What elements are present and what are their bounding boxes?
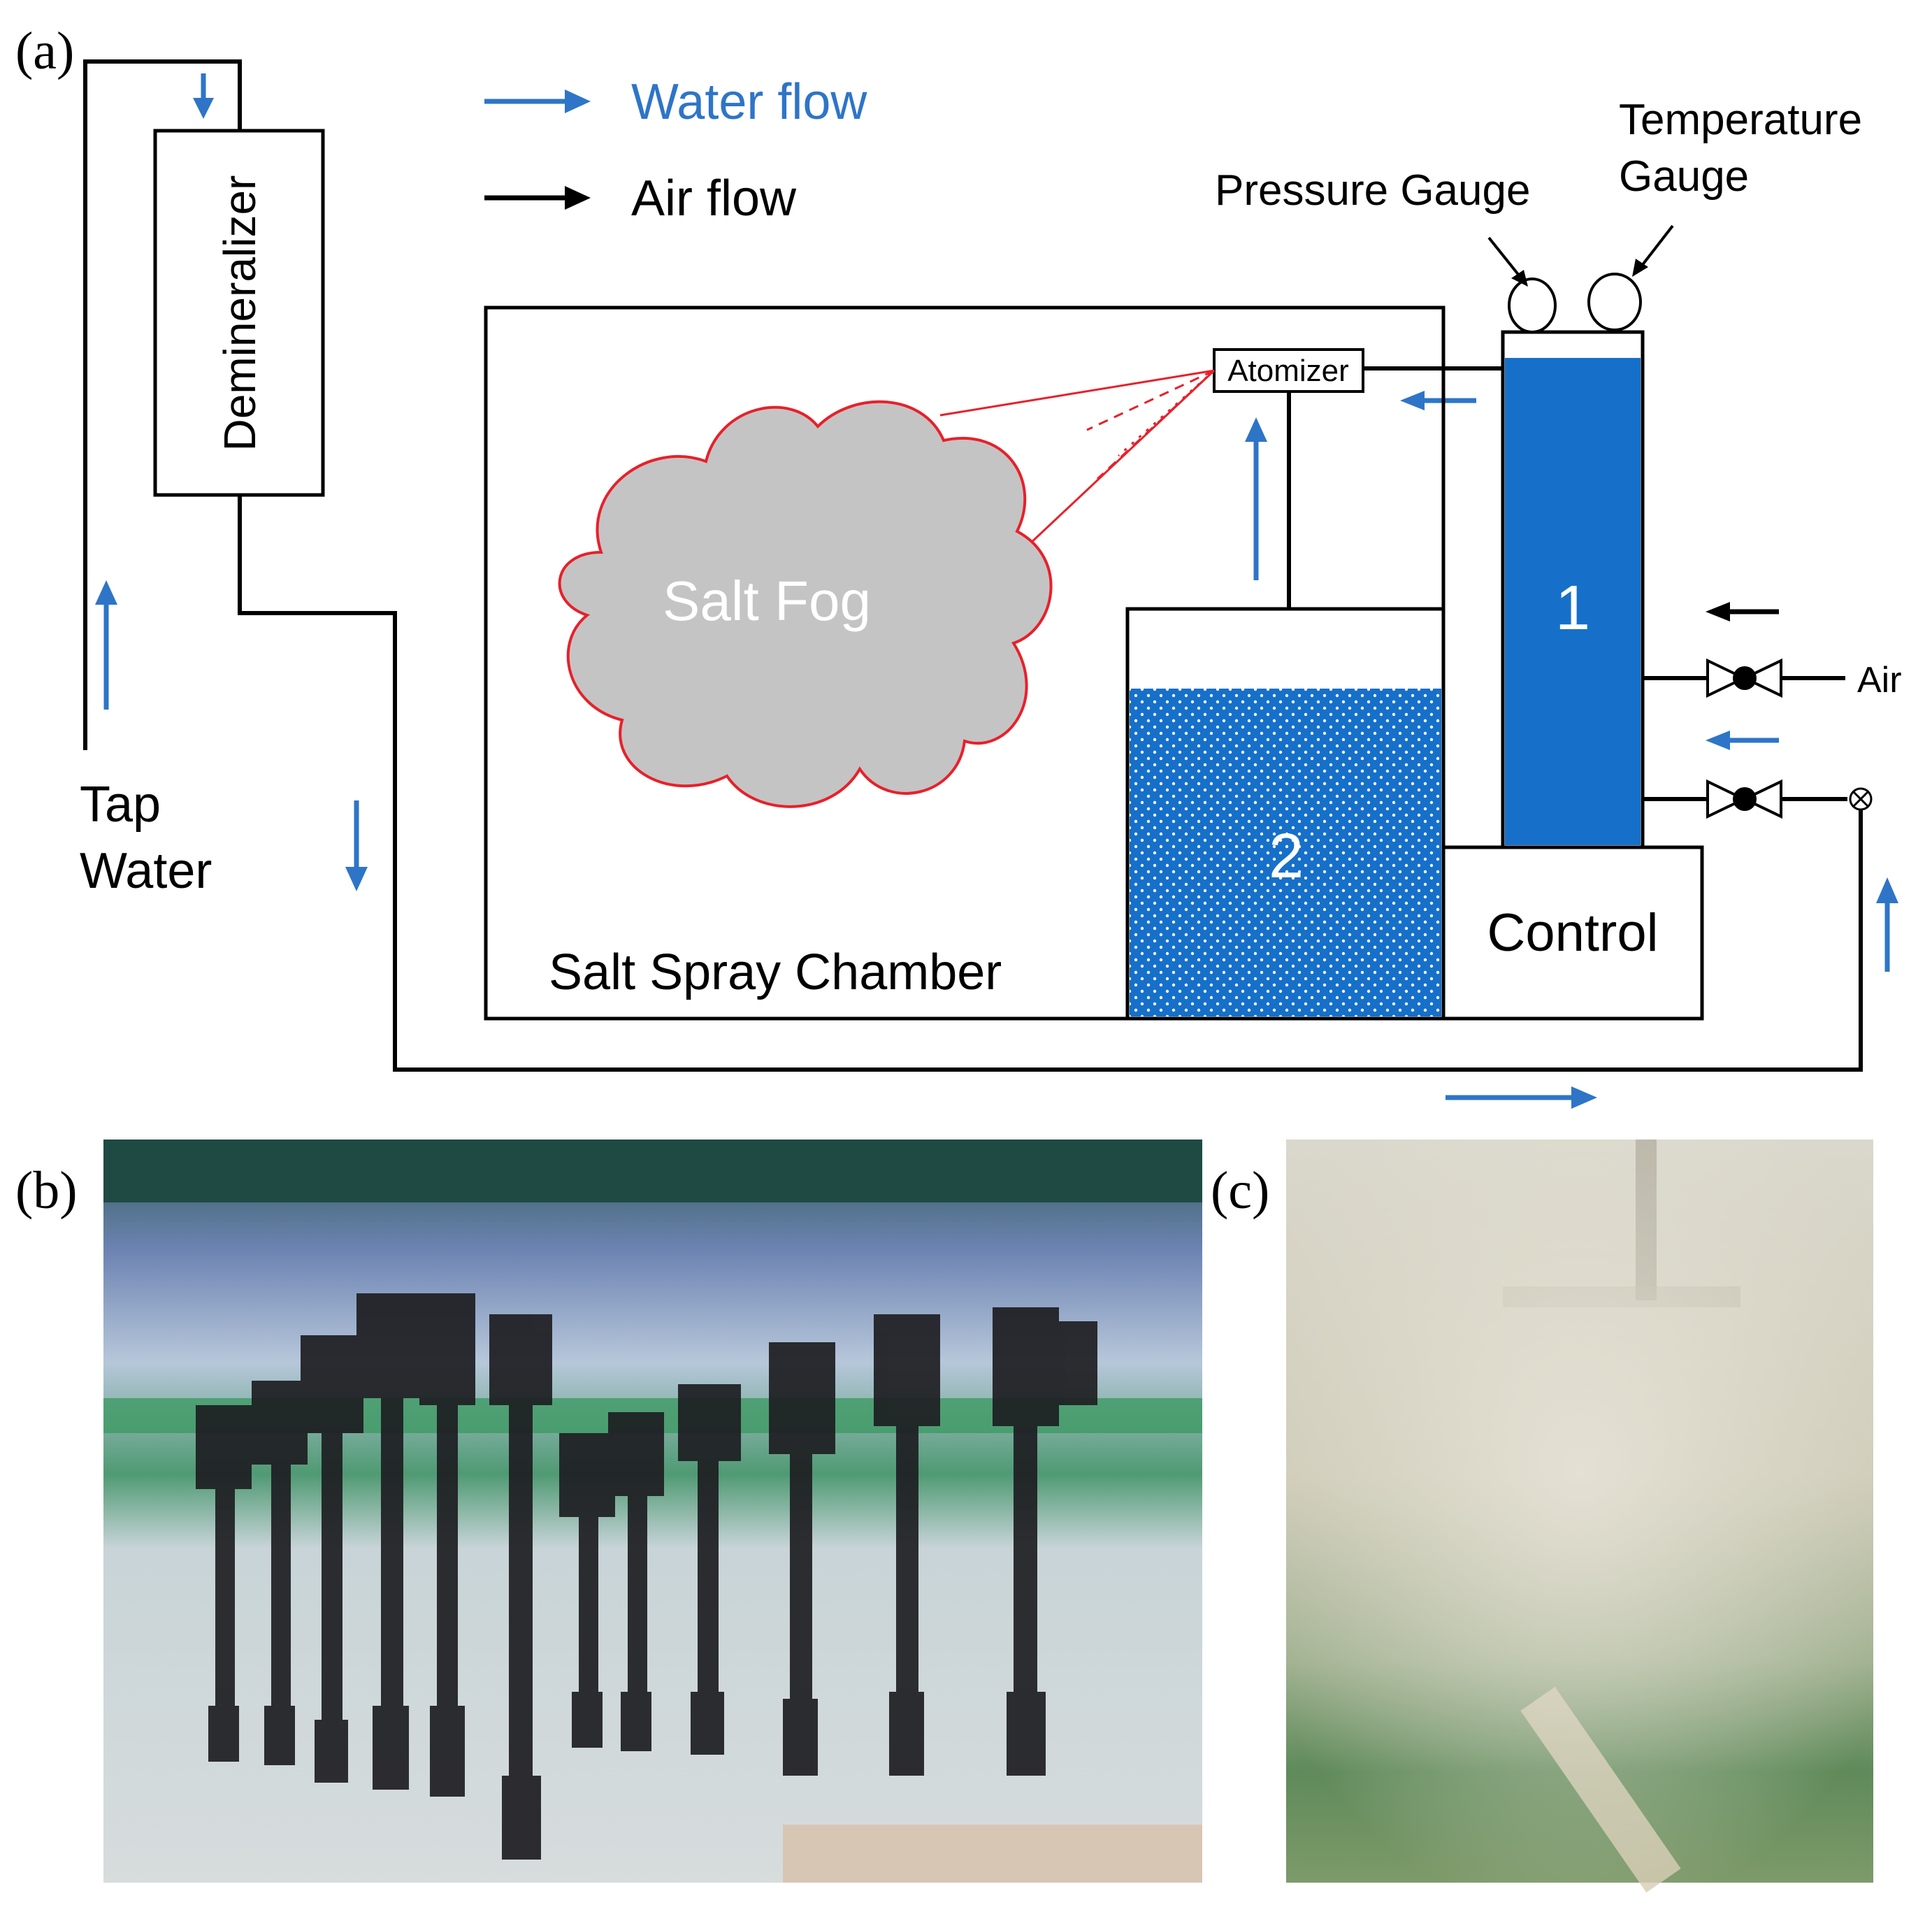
photo-specimens-in-chamber [103, 1140, 1202, 1883]
pressure-gauge-icon [1487, 236, 1557, 333]
water-flow-arrow-icon [1876, 877, 1898, 972]
control-label: Control [1487, 903, 1659, 963]
legend-air-flow: Air flow [631, 171, 797, 227]
legend-water-flow: Water flow [631, 74, 867, 130]
water-flow-arrow-icon [1706, 731, 1779, 750]
tank-2: 2 [1125, 607, 1446, 1021]
air-label: Air [1857, 660, 1902, 700]
flow-junction-icon [1849, 787, 1873, 811]
tank-1-label: 1 [1555, 573, 1590, 643]
control-box: Control [1441, 845, 1704, 1021]
salt-fog-label: Salt Fog [663, 570, 871, 632]
piping [83, 59, 1863, 1072]
water-flow-arrows [95, 73, 1898, 1109]
temperature-gauge-icon [1587, 224, 1674, 331]
water-flow-arrow-icon [1446, 1086, 1597, 1109]
tank-1: 1 [1501, 330, 1645, 849]
tap-water-label-line1: Tap [80, 777, 161, 833]
air-flow-arrow-icon [1706, 602, 1779, 621]
water-flow-arrow-icon [484, 89, 591, 113]
temperature-gauge-label-line2: Gauge [1619, 152, 1749, 201]
tank-2-label: 2 [1269, 821, 1304, 891]
photo-salt-fog-inside-chamber [1286, 1140, 1873, 1893]
atomizer-label: Atomizer [1227, 354, 1349, 388]
pressure-gauge-label: Pressure Gauge [1215, 166, 1530, 215]
valve-icon [1706, 658, 1782, 698]
salt-spray-chamber-label: Salt Spray Chamber [549, 944, 1002, 1000]
salt-spray-chamber: Salt Spray Chamber [484, 306, 1446, 1021]
water-flow-arrow-icon [345, 800, 368, 891]
tap-water-label-line2: Water [80, 843, 212, 899]
spray-lines [939, 369, 1216, 557]
water-flow-arrow-icon [1245, 417, 1267, 580]
panel-label-c: (c) [1211, 1161, 1269, 1220]
panel-label-b: (b) [15, 1161, 78, 1220]
legend: Water flow Air flow [484, 74, 867, 227]
water-flow-arrow-icon [1400, 391, 1476, 410]
demineralizer: Demineralizer [153, 129, 325, 497]
water-flow-arrow-icon [193, 73, 214, 119]
atomizer: Atomizer [1213, 348, 1364, 393]
water-flow-arrow-icon [95, 580, 117, 710]
valve-icon [1706, 779, 1782, 819]
temperature-gauge-label-line1: Temperature [1619, 96, 1862, 144]
demineralizer-label: Demineralizer [215, 175, 265, 452]
panel-label-a: (a) [15, 22, 74, 80]
salt-fog-cloud: Salt Fog [558, 400, 1053, 808]
air-flow-arrow-icon [484, 186, 591, 210]
